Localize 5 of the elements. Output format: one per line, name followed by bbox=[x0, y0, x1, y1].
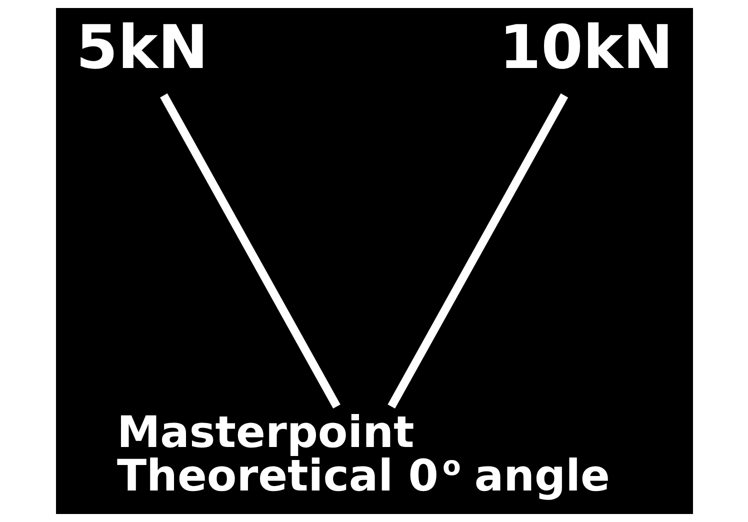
node-text: 10kN bbox=[498, 12, 673, 83]
connector bbox=[160, 93, 340, 409]
node-text: Masterpoint Theoretical 0$^{o}$ angle bbox=[116, 408, 610, 502]
connector bbox=[387, 93, 568, 409]
node-text: 5kN bbox=[76, 12, 208, 83]
